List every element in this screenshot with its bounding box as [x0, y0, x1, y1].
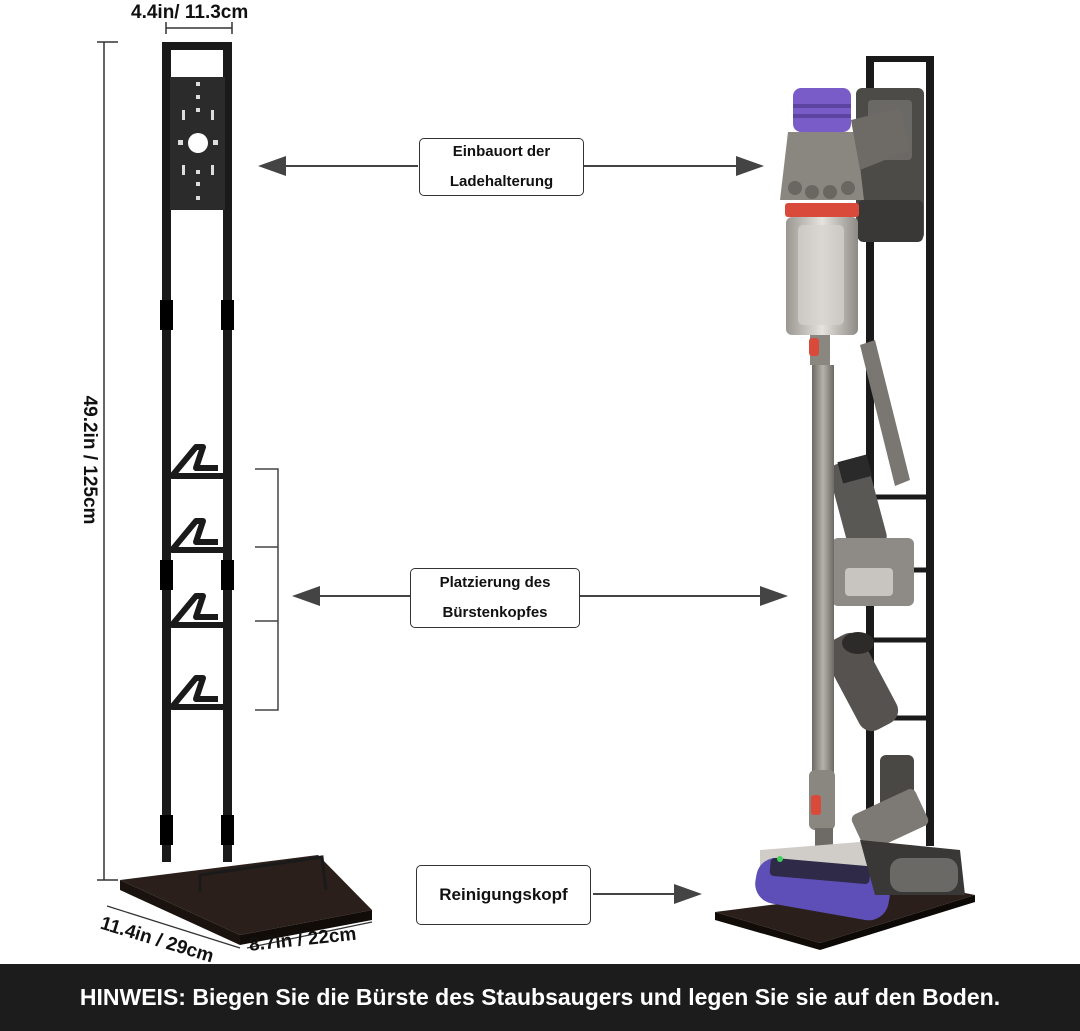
- top-width-label: 4.4in/ 11.3cm: [131, 2, 249, 23]
- cleaning-head-label: Reinigungskopf: [416, 865, 591, 925]
- stand-base: [120, 855, 372, 935]
- accessory-hooks: [169, 444, 228, 710]
- empty-stand: [97, 22, 373, 949]
- brush-placement-label: Platzierung des Bürstenkopfes: [410, 568, 580, 628]
- height-label: 49.2in / 125cm: [79, 395, 100, 525]
- left-rail: [162, 42, 171, 862]
- charger-label-line1: Einbauort der: [452, 143, 551, 160]
- pointer-arrows: [258, 156, 788, 904]
- hooks-bracket: [255, 468, 279, 711]
- brush-label-line2: Bürstenkopfes: [442, 604, 548, 621]
- charger-location-label: Einbauort der Ladehalterung: [419, 138, 584, 196]
- cleaning-head-text: Reinigungskopf: [439, 885, 568, 904]
- accessory-tools: [823, 340, 929, 851]
- stand-with-vacuum: [715, 56, 975, 950]
- right-rail: [223, 42, 232, 862]
- footer-note: HINWEIS: Biegen Sie die Bürste des Staub…: [79, 984, 1001, 1010]
- vacuum-cleaner: [755, 88, 965, 921]
- charger-label-line2: Ladehalterung: [449, 173, 554, 190]
- brush-label-line1: Platzierung des: [439, 574, 551, 591]
- footer-note-bar: HINWEIS: Biegen Sie die Bürste des Staub…: [0, 964, 1080, 1031]
